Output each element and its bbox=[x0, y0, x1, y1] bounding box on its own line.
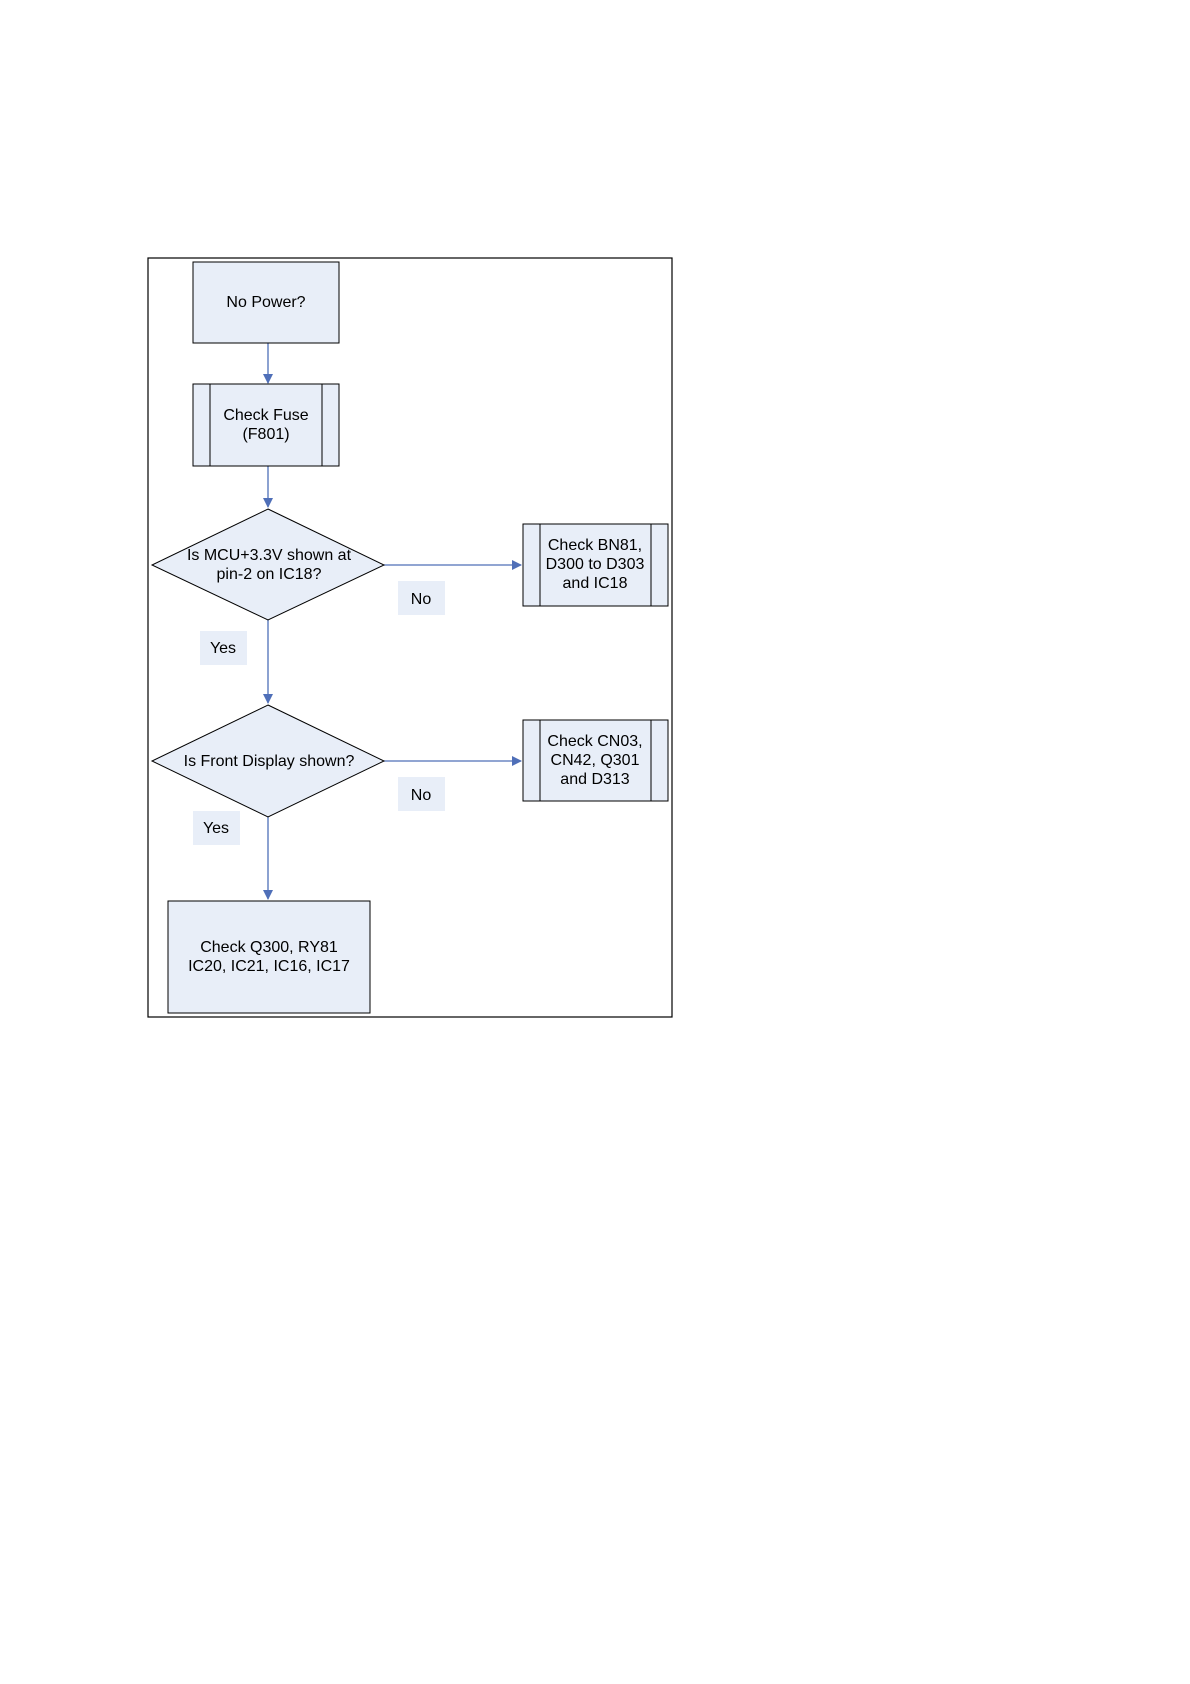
check-fuse-node: Check Fuse (F801) bbox=[193, 384, 339, 466]
check-bn81-line-2: D300 to D303 bbox=[546, 556, 645, 573]
check-cn03-line-3: and D313 bbox=[560, 771, 629, 788]
mcu-decision-line-1: Is MCU+3.3V shown at bbox=[187, 547, 352, 564]
svg-text:No: No bbox=[411, 787, 432, 804]
svg-text:No: No bbox=[411, 591, 432, 608]
check-bn81-line-3: and IC18 bbox=[563, 575, 628, 592]
start-node: No Power? bbox=[193, 262, 339, 343]
check-fuse-line-2: (F801) bbox=[242, 426, 289, 443]
check-bn81-node: Check BN81, D300 to D303 and IC18 bbox=[523, 524, 668, 606]
mcu-decision-line-2: pin-2 on IC18? bbox=[217, 566, 322, 583]
start-node-label: No Power? bbox=[226, 294, 305, 311]
display-no-label: No bbox=[398, 777, 445, 811]
check-cn03-line-1: Check CN03, bbox=[547, 733, 642, 750]
check-q300-line-1: Check Q300, RY81 bbox=[200, 939, 338, 956]
check-fuse-line-1: Check Fuse bbox=[223, 407, 308, 424]
svg-text:Yes: Yes bbox=[210, 640, 236, 657]
display-decision-label: Is Front Display shown? bbox=[184, 753, 355, 770]
check-cn03-line-2: CN42, Q301 bbox=[551, 752, 640, 769]
display-decision-node: Is Front Display shown? bbox=[152, 705, 384, 817]
display-yes-label: Yes bbox=[193, 811, 240, 845]
mcu-yes-label: Yes bbox=[200, 631, 247, 665]
svg-text:Yes: Yes bbox=[203, 820, 229, 837]
check-bn81-line-1: Check BN81, bbox=[548, 537, 642, 554]
mcu-no-label: No bbox=[398, 581, 445, 615]
check-q300-line-2: IC20, IC21, IC16, IC17 bbox=[188, 958, 350, 975]
mcu-decision-node: Is MCU+3.3V shown at pin-2 on IC18? bbox=[152, 509, 384, 620]
check-q300-node: Check Q300, RY81 IC20, IC21, IC16, IC17 bbox=[168, 901, 370, 1013]
check-cn03-node: Check CN03, CN42, Q301 and D313 bbox=[523, 720, 668, 801]
